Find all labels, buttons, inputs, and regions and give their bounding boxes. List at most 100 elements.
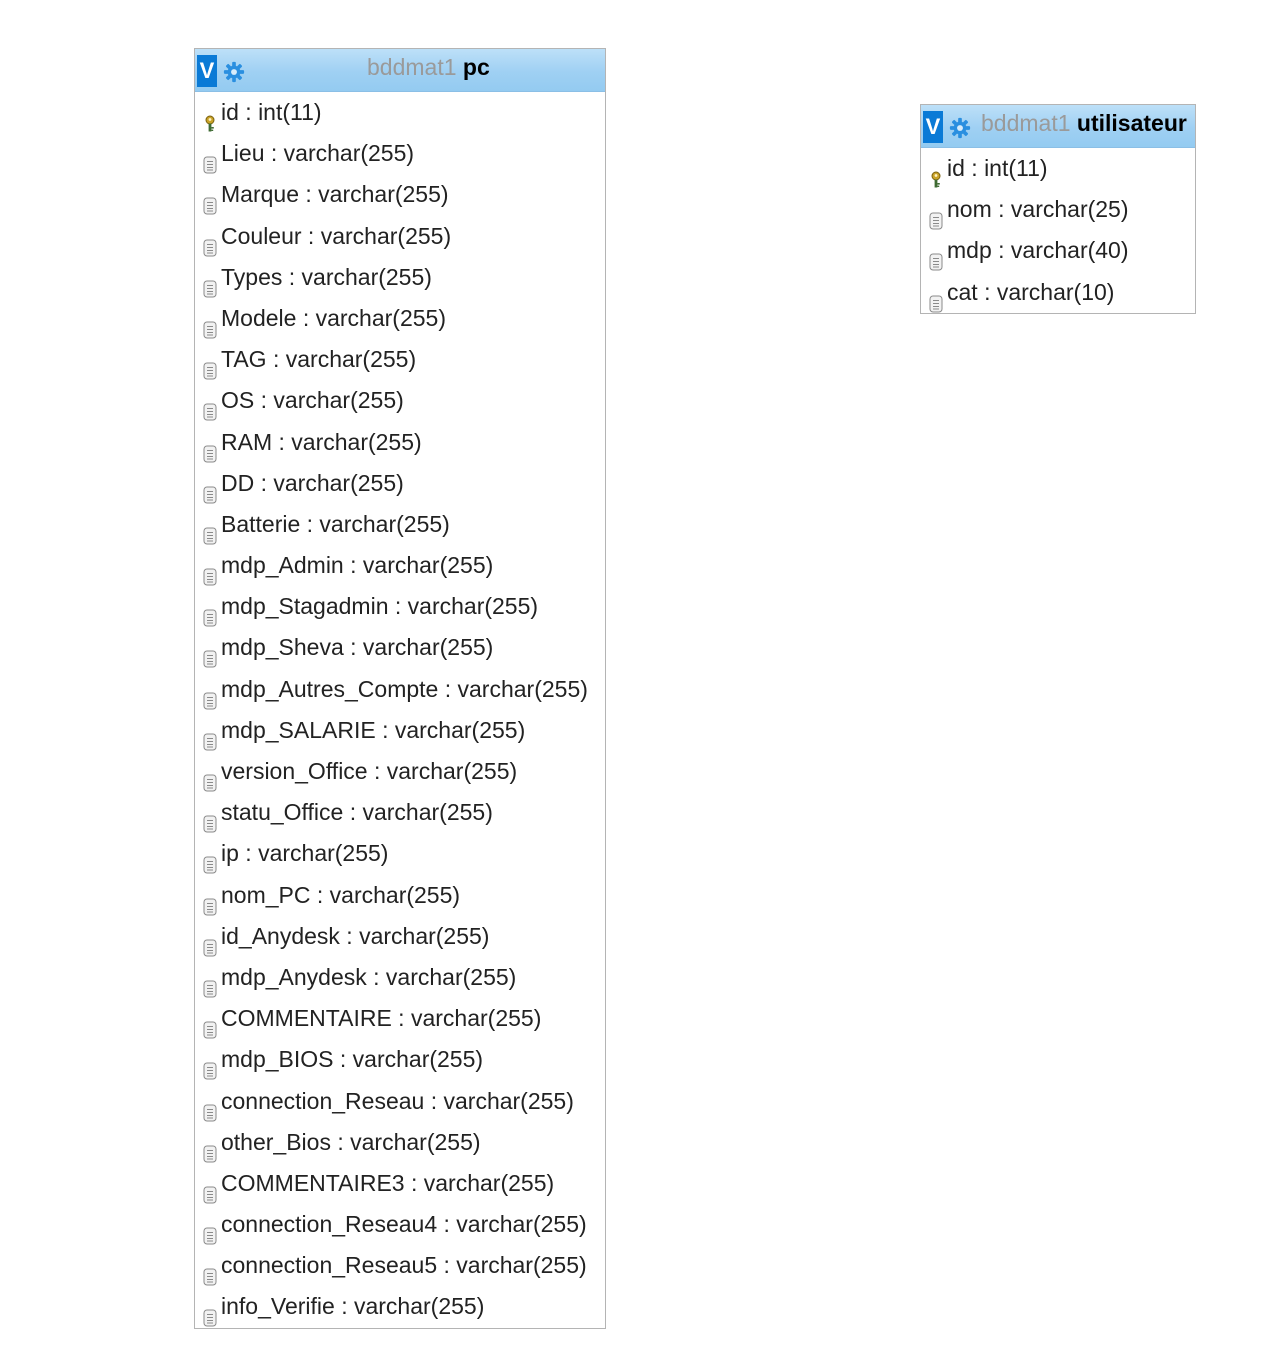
column-row[interactable]: mdp_Admin : varchar(255) bbox=[195, 545, 605, 586]
column-label: connection_Reseau : varchar(255) bbox=[221, 1087, 574, 1114]
column-label: Couleur : varchar(255) bbox=[221, 222, 452, 249]
column-label: ip : varchar(255) bbox=[221, 840, 389, 867]
column-label: nom : varchar(25) bbox=[947, 196, 1129, 223]
column-label: Batterie : varchar(255) bbox=[221, 510, 450, 537]
column-label: id : int(11) bbox=[947, 155, 1048, 181]
column-row[interactable]: mdp_SALARIE : varchar(255) bbox=[195, 710, 605, 751]
gear-icon[interactable] bbox=[223, 61, 245, 83]
gear-icon[interactable] bbox=[949, 117, 971, 139]
column-row[interactable]: Types : varchar(255) bbox=[195, 257, 605, 298]
toggle-columns-button[interactable]: V bbox=[197, 55, 217, 87]
column-icon bbox=[203, 682, 217, 710]
column-label: mdp_Autres_Compte : varchar(255) bbox=[221, 675, 588, 702]
column-row[interactable]: RAM : varchar(255) bbox=[195, 422, 605, 463]
column-icon bbox=[203, 640, 217, 668]
column-label: mdp_Admin : varchar(255) bbox=[221, 552, 494, 579]
column-label: id_Anydesk : varchar(255) bbox=[221, 922, 490, 949]
column-label: id : int(11) bbox=[221, 99, 322, 125]
column-label: Marque : varchar(255) bbox=[221, 181, 449, 208]
column-icon bbox=[203, 352, 217, 380]
column-label: mdp_Stagadmin : varchar(255) bbox=[221, 593, 539, 620]
column-row[interactable]: info_Verifie : varchar(255) bbox=[195, 1286, 605, 1327]
column-icon bbox=[203, 1217, 217, 1245]
column-row[interactable]: COMMENTAIRE3 : varchar(255) bbox=[195, 1163, 605, 1204]
column-row[interactable]: DD : varchar(255) bbox=[195, 463, 605, 504]
column-icon bbox=[203, 970, 217, 998]
column-icon bbox=[203, 1176, 217, 1204]
column-label: info_Verifie : varchar(255) bbox=[221, 1293, 485, 1320]
toggle-columns-button[interactable]: V bbox=[923, 111, 943, 143]
column-row[interactable]: connection_Reseau4 : varchar(255) bbox=[195, 1204, 605, 1245]
column-label: TAG : varchar(255) bbox=[221, 346, 417, 373]
column-icon bbox=[203, 1011, 217, 1039]
column-label: COMMENTAIRE3 : varchar(255) bbox=[221, 1169, 555, 1196]
column-row[interactable]: connection_Reseau : varchar(255) bbox=[195, 1081, 605, 1122]
column-label: cat : varchar(10) bbox=[947, 278, 1115, 305]
column-icon bbox=[203, 229, 217, 257]
column-icon bbox=[203, 846, 217, 874]
column-icon bbox=[203, 311, 217, 339]
column-label: COMMENTAIRE : varchar(255) bbox=[221, 1005, 542, 1032]
column-icon bbox=[203, 929, 217, 957]
column-row[interactable]: cat : varchar(10) bbox=[921, 272, 1195, 313]
column-row[interactable]: Modele : varchar(255) bbox=[195, 298, 605, 339]
column-label: RAM : varchar(255) bbox=[221, 428, 422, 455]
column-row[interactable]: TAG : varchar(255) bbox=[195, 339, 605, 380]
column-icon bbox=[203, 270, 217, 298]
column-row[interactable]: mdp_Anydesk : varchar(255) bbox=[195, 957, 605, 998]
column-row[interactable]: Marque : varchar(255) bbox=[195, 174, 605, 215]
column-row[interactable]: mdp_Autres_Compte : varchar(255) bbox=[195, 669, 605, 710]
column-icon bbox=[203, 476, 217, 504]
table-name: utilisateur bbox=[1076, 110, 1187, 136]
column-row[interactable]: version_Office : varchar(255) bbox=[195, 751, 605, 792]
column-row[interactable]: other_Bios : varchar(255) bbox=[195, 1122, 605, 1163]
column-row[interactable]: id_Anydesk : varchar(255) bbox=[195, 916, 605, 957]
column-label: DD : varchar(255) bbox=[221, 469, 404, 496]
table-header[interactable]: V bddmat1 pc bbox=[195, 49, 605, 92]
column-row[interactable]: Batterie : varchar(255) bbox=[195, 504, 605, 545]
column-label: connection_Reseau5 : varchar(255) bbox=[221, 1252, 587, 1279]
column-row[interactable]: ip : varchar(255) bbox=[195, 833, 605, 874]
column-row[interactable]: connection_Reseau5 : varchar(255) bbox=[195, 1245, 605, 1286]
column-label: mdp_Anydesk : varchar(255) bbox=[221, 963, 517, 990]
column-row[interactable]: nom_PC : varchar(255) bbox=[195, 875, 605, 916]
column-row[interactable]: Lieu : varchar(255) bbox=[195, 133, 605, 174]
table-title[interactable]: bddmat1 pc bbox=[367, 51, 490, 83]
table-header[interactable]: V bddmat1 utilisateur bbox=[921, 105, 1195, 148]
column-label: other_Bios : varchar(255) bbox=[221, 1128, 481, 1155]
column-icon bbox=[203, 517, 217, 545]
column-row[interactable]: mdp : varchar(40) bbox=[921, 230, 1195, 271]
table-utilisateur[interactable]: V bddmat1 utilisateur id : int(11) nom : … bbox=[920, 104, 1196, 314]
column-icon bbox=[203, 1094, 217, 1121]
table-pc[interactable]: V bddmat1 pc id : int(11) Lieu : varchar(… bbox=[194, 48, 606, 1329]
column-icon bbox=[203, 1135, 217, 1163]
primary-key-icon bbox=[929, 161, 943, 188]
column-row[interactable]: mdp_BIOS : varchar(255) bbox=[195, 1039, 605, 1080]
column-label: nom_PC : varchar(255) bbox=[221, 881, 461, 908]
column-list: id : int(11) Lieu : varchar(255) Marque : … bbox=[195, 92, 605, 1328]
column-row[interactable]: OS : varchar(255) bbox=[195, 380, 605, 421]
column-label: mdp_SALARIE : varchar(255) bbox=[221, 716, 526, 743]
column-label: mdp_Sheva : varchar(255) bbox=[221, 634, 494, 661]
column-icon bbox=[203, 435, 217, 462]
column-icon bbox=[203, 764, 217, 792]
column-icon bbox=[203, 1299, 217, 1327]
column-row[interactable]: id : int(11) bbox=[195, 92, 605, 133]
column-label: Lieu : varchar(255) bbox=[221, 140, 415, 167]
column-row[interactable]: statu_Office : varchar(255) bbox=[195, 792, 605, 833]
column-row[interactable]: mdp_Stagadmin : varchar(255) bbox=[195, 586, 605, 627]
column-label: OS : varchar(255) bbox=[221, 387, 404, 414]
column-row[interactable]: COMMENTAIRE : varchar(255) bbox=[195, 998, 605, 1039]
table-title[interactable]: bddmat1 utilisateur bbox=[981, 107, 1187, 139]
column-row[interactable]: Couleur : varchar(255) bbox=[195, 216, 605, 257]
column-icon bbox=[203, 1258, 217, 1286]
column-row[interactable]: nom : varchar(25) bbox=[921, 189, 1195, 230]
column-icon bbox=[929, 202, 943, 230]
column-row[interactable]: mdp_Sheva : varchar(255) bbox=[195, 627, 605, 668]
column-icon bbox=[929, 243, 943, 271]
column-icon bbox=[203, 146, 217, 174]
column-icon bbox=[203, 187, 217, 215]
column-icon bbox=[203, 1052, 217, 1080]
column-label: mdp : varchar(40) bbox=[947, 237, 1129, 264]
column-row[interactable]: id : int(11) bbox=[921, 148, 1195, 189]
